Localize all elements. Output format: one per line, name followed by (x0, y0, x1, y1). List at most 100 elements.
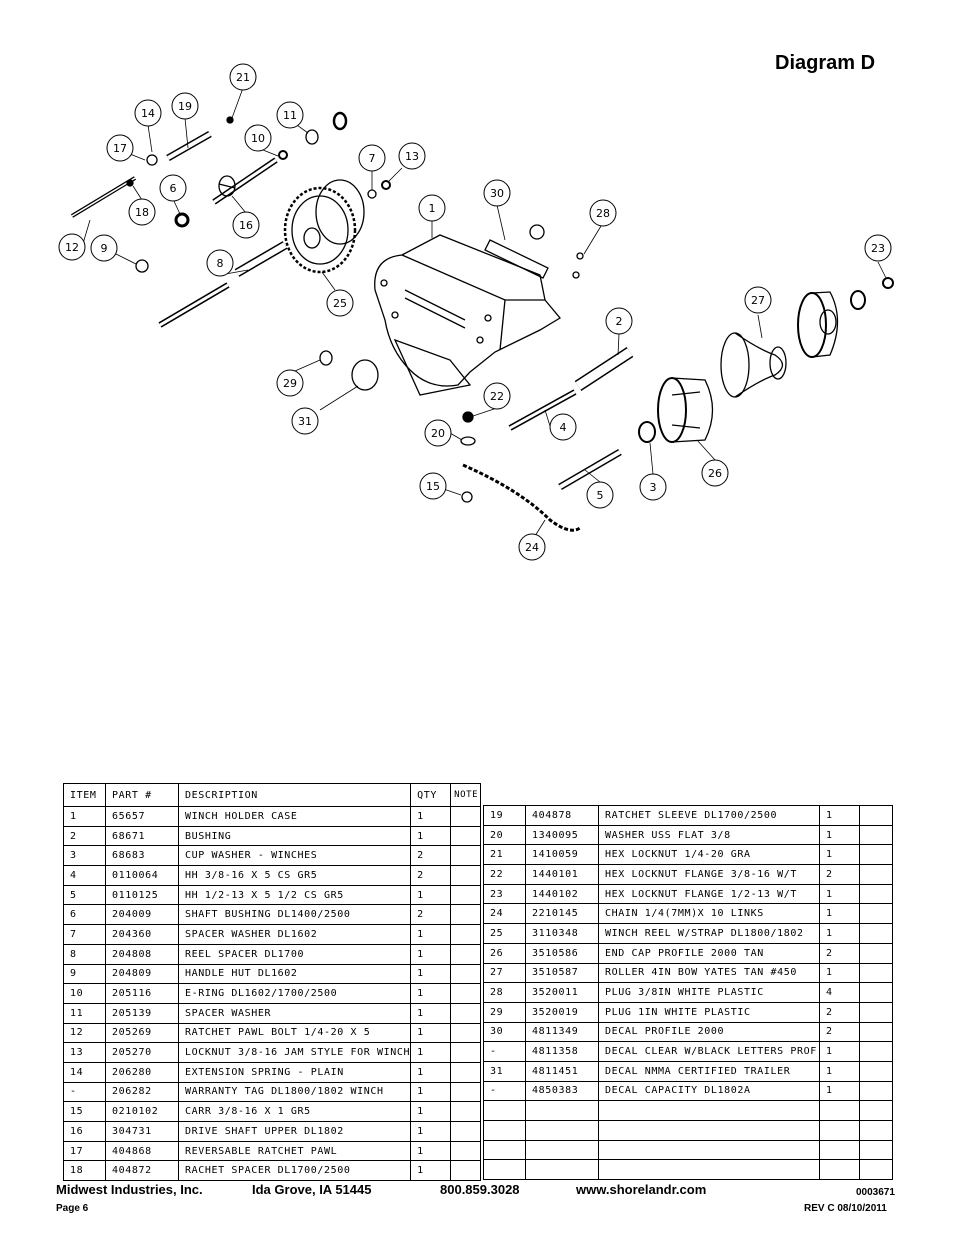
cell-description (598, 1100, 820, 1121)
callout-number-9: 9 (101, 242, 108, 255)
cell-description: DECAL CAPACITY DL1802A (598, 1080, 820, 1102)
footer-doc-number: 0003671 (856, 1187, 895, 1198)
cell-description: HH 3/8-16 X 5 CS GR5 (177, 865, 412, 886)
cell-part-number (525, 1100, 599, 1121)
cell-note (450, 1121, 482, 1142)
cell-note (450, 865, 482, 886)
cell-item: 19 (483, 805, 526, 826)
handle-nut-drawing (135, 259, 149, 273)
cell-note (450, 1101, 482, 1122)
callout-bubble (106, 134, 134, 162)
cell-part-number: 205116 (105, 983, 179, 1004)
cell-item: 9 (63, 963, 106, 985)
plug-28b-drawing (572, 271, 580, 279)
cell-qty: 1 (410, 1101, 452, 1122)
callout-bubble (358, 144, 386, 172)
callout-bubble (864, 234, 892, 262)
cell-part-number (525, 1120, 599, 1141)
cell-part-number: 3520019 (525, 1001, 599, 1023)
cell-description: RACHET SPACER DL1700/2500 (177, 1160, 412, 1182)
table-row (483, 1139, 893, 1161)
callout-bubble (398, 142, 426, 170)
reel-spacer-drawing (234, 241, 288, 277)
cell-qty (819, 1139, 860, 1161)
callout-number-21: 21 (236, 71, 250, 84)
cell-description: DRIVE SHAFT UPPER DL1802 (177, 1121, 412, 1142)
cell-part-number (525, 1159, 599, 1181)
hex-locknut-23-drawing (882, 277, 894, 289)
callout-bubble (419, 472, 447, 500)
callout-number-20: 20 (431, 427, 445, 440)
cell-note (450, 1042, 482, 1063)
cell-part-number: 3110348 (525, 923, 599, 944)
cell-part-number: 68671 (105, 825, 179, 847)
callout-number-25: 25 (333, 297, 347, 310)
callout-number-12: 12 (65, 241, 79, 254)
callout-bubble (291, 407, 319, 435)
cell-part-number: 404878 (525, 805, 599, 826)
page-title: Diagram D (775, 52, 876, 74)
cell-part-number: 2210145 (525, 903, 599, 925)
cell-qty: 1 (819, 1060, 860, 1082)
cell-note (859, 1021, 893, 1043)
cell-description: REVERSABLE RATCHET PAWL (177, 1140, 412, 1162)
callout-bubble (518, 533, 546, 561)
exploded-parts-diagram: 1234567891011121314151617181920212223242… (58, 63, 894, 561)
callout-number-8: 8 (217, 257, 224, 270)
callout-number-4: 4 (560, 421, 567, 434)
callout-number-18: 18 (135, 206, 149, 219)
col-header-part: PART # (105, 783, 179, 807)
cell-qty: 1 (410, 1081, 452, 1103)
cell-part-number: 206282 (105, 1081, 179, 1103)
cell-item: 27 (483, 962, 526, 984)
cell-item: 5 (63, 884, 106, 906)
ratchet-pawl-bolt-drawing (70, 176, 137, 218)
cell-part-number: 4811349 (525, 1021, 599, 1043)
end-cap-26-drawing (657, 377, 714, 443)
cell-note (450, 1002, 482, 1024)
cell-qty: 1 (410, 1121, 452, 1142)
cell-item: 14 (63, 1061, 106, 1083)
cell-note (859, 1041, 893, 1062)
cell-description: SHAFT BUSHING DL1400/2500 (177, 904, 412, 926)
washer-20-drawing (460, 436, 476, 446)
cell-part-number: 1410059 (525, 844, 599, 866)
footer-phone: 800.859.3028 (440, 1182, 520, 1197)
cell-description: HEX LOCKNUT 1/4-20 GRA (598, 844, 820, 866)
cell-note (450, 884, 482, 906)
cell-note (859, 942, 893, 964)
cell-item (483, 1120, 526, 1141)
cell-qty: 2 (819, 1001, 860, 1023)
drive-shaft-drawing (212, 157, 278, 205)
callout-number-30: 30 (490, 187, 504, 200)
cell-part-number: 204360 (105, 924, 179, 945)
cell-qty: 2 (410, 865, 452, 886)
footer-company: Midwest Industries, Inc. (56, 1182, 203, 1197)
cell-description: RATCHET PAWL BOLT 1/4-20 X 5 (177, 1022, 412, 1044)
decal-31-drawing (351, 359, 379, 391)
cell-qty: 1 (819, 805, 860, 826)
cell-item: 25 (483, 923, 526, 944)
cell-item: 3 (63, 845, 106, 867)
cell-qty: 1 (410, 924, 452, 945)
cell-qty: 1 (819, 1041, 860, 1062)
decal-30-roll-drawing (529, 224, 545, 240)
callout-number-13: 13 (405, 150, 419, 163)
cell-description: BUSHING (177, 825, 412, 847)
cell-note (450, 1022, 482, 1044)
